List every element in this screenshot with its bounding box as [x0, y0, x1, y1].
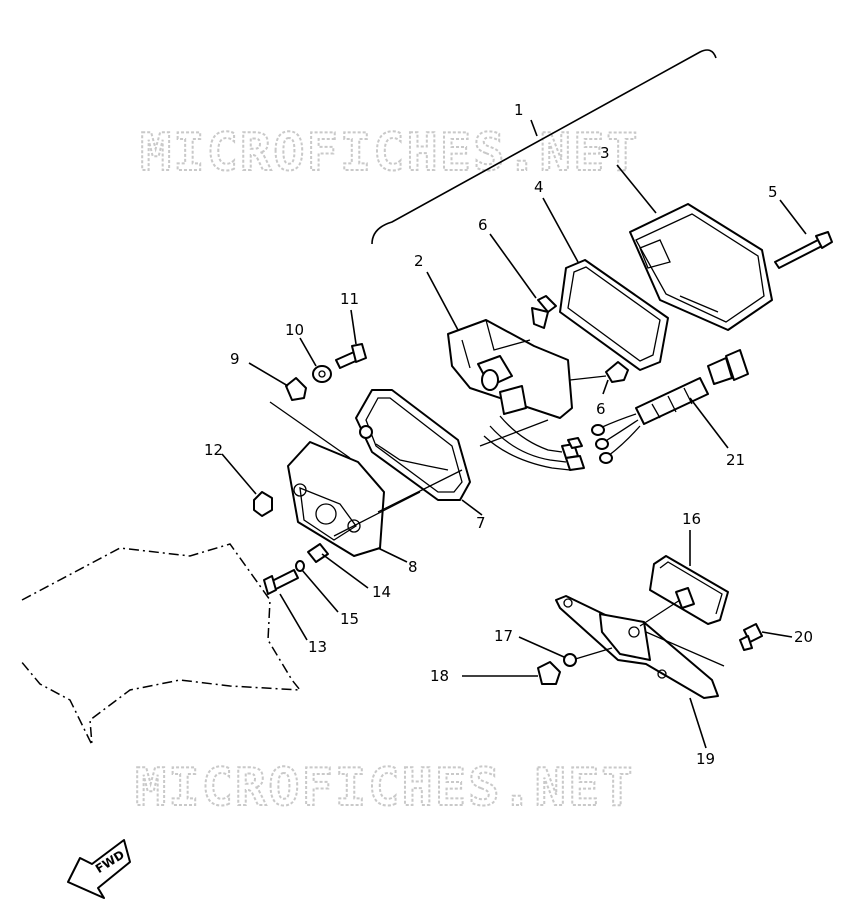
callout-6-lower: 6: [596, 400, 606, 418]
callout-18: 18: [430, 667, 449, 685]
callout-1: 1: [514, 101, 524, 119]
callout-4: 4: [534, 178, 544, 196]
callout-21: 21: [726, 451, 745, 469]
callout-2: 2: [414, 252, 424, 270]
leader-7: [461, 499, 483, 516]
assembly-line-a: [269, 401, 351, 459]
leader-2: [426, 271, 459, 331]
callout-14: 14: [372, 583, 391, 601]
part-long-screw: [774, 231, 833, 269]
part-bulb-lower: [569, 361, 629, 383]
part-9: [285, 377, 307, 401]
leader-21: [689, 397, 729, 449]
leader-6a: [489, 233, 537, 299]
leader-1: [530, 119, 538, 137]
watermark-top: MICROFICHES.NET: [140, 123, 640, 183]
assembly-line-b: [377, 469, 463, 513]
fender-outline: [19, 543, 302, 746]
assembly-bracket: [371, 49, 717, 245]
part-nut-12: [253, 491, 273, 517]
part-socket-base: [447, 319, 573, 419]
part-bolt-11: [335, 343, 367, 369]
callout-9: 9: [230, 350, 240, 368]
part-bulb-top: [531, 295, 557, 329]
callout-5: 5: [768, 183, 778, 201]
leader-15: [301, 569, 339, 613]
part-wire-harness: [591, 349, 749, 464]
callout-8: 8: [408, 558, 418, 576]
callout-6-top: 6: [478, 216, 488, 234]
leader-19: [689, 697, 707, 749]
part-license-light: [649, 555, 729, 625]
callout-11: 11: [340, 290, 359, 308]
part-gasket: [559, 259, 669, 371]
callout-17: 17: [494, 627, 513, 645]
part-washer: [312, 365, 332, 383]
callout-3: 3: [600, 144, 610, 162]
leader-17: [518, 636, 565, 658]
part-base: [287, 441, 385, 557]
leader-5: [779, 199, 807, 235]
fwd-arrow-icon: FWD: [67, 839, 131, 899]
leader-9: [248, 362, 289, 387]
leader-10: [299, 337, 317, 367]
assembly-line-c: [479, 419, 549, 447]
leader-11: [350, 309, 357, 345]
leader-8: [377, 547, 408, 563]
leader-4: [542, 197, 579, 263]
assembly-line-e: [639, 599, 681, 627]
part-lens-housing: [629, 203, 773, 331]
assembly-line-g: [571, 647, 613, 661]
callout-7: 7: [476, 514, 486, 532]
leader-6b: [602, 379, 609, 395]
callout-20: 20: [794, 628, 813, 646]
part-washer-15: [295, 560, 305, 572]
callout-16: 16: [682, 510, 701, 528]
leader-20: [761, 631, 793, 638]
part-bolt-20: [739, 623, 763, 651]
callout-15: 15: [340, 610, 359, 628]
callout-13: 13: [308, 638, 327, 656]
leader-3: [616, 164, 657, 214]
leader-14: [321, 553, 369, 589]
part-washer-17: [563, 653, 577, 667]
part-bolt-13: [263, 569, 299, 595]
part-plate-bracket: [555, 595, 719, 699]
part-wiring: [483, 415, 585, 471]
assembly-line-d: [333, 491, 421, 537]
callout-10: 10: [285, 321, 304, 339]
part-collar: [307, 543, 329, 563]
assembly-line-f: [645, 631, 725, 667]
callout-19: 19: [696, 750, 715, 768]
watermark-bottom: MICROFICHES.NET: [135, 758, 635, 818]
leader-13: [279, 593, 308, 641]
leader-12: [221, 453, 257, 495]
callout-12: 12: [204, 441, 223, 459]
part-mounting-plate: [355, 389, 471, 501]
part-nut-18: [537, 661, 561, 685]
